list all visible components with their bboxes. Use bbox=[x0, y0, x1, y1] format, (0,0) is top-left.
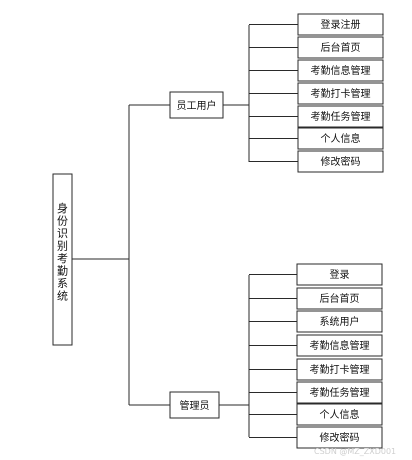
employee-function-node: 考勤任务管理 bbox=[297, 105, 384, 128]
branch-node-employee: 员工用户 bbox=[169, 91, 224, 119]
root-label-char: 份 bbox=[57, 215, 68, 228]
admin-function-label: 个人信息 bbox=[320, 408, 360, 421]
employee-function-node: 考勤打卡管理 bbox=[297, 82, 384, 105]
root-label-char: 统 bbox=[57, 290, 68, 303]
admin-function-node: 考勤信息管理 bbox=[296, 334, 383, 357]
employee-function-label: 后台首页 bbox=[321, 41, 361, 54]
admin-function-label: 考勤任务管理 bbox=[310, 386, 370, 399]
employee-function-label: 个人信息 bbox=[321, 132, 361, 145]
employee-function-node: 考勤信息管理 bbox=[297, 59, 384, 82]
employee-function-node: 个人信息 bbox=[297, 127, 384, 150]
branch-label-employee: 员工用户 bbox=[177, 99, 217, 112]
employee-function-node: 登录注册 bbox=[297, 13, 384, 36]
admin-function-node: 修改密码 bbox=[296, 426, 383, 449]
root-label-char: 考 bbox=[57, 252, 68, 265]
watermark: CSDN @MZ_ZXD001 bbox=[314, 447, 396, 456]
admin-function-label: 后台首页 bbox=[320, 292, 360, 305]
employee-function-label: 考勤任务管理 bbox=[311, 110, 371, 123]
admin-function-node: 后台首页 bbox=[296, 287, 383, 310]
branch-label-admin: 管理员 bbox=[180, 399, 210, 412]
root-label-char: 别 bbox=[57, 240, 68, 253]
branch-node-admin: 管理员 bbox=[169, 391, 220, 419]
admin-function-node: 考勤任务管理 bbox=[296, 381, 383, 404]
admin-function-label: 登录 bbox=[330, 268, 350, 281]
admin-function-node: 考勤打卡管理 bbox=[296, 358, 383, 381]
root-label-char: 系 bbox=[57, 277, 68, 290]
employee-function-node: 修改密码 bbox=[297, 150, 384, 173]
admin-function-label: 修改密码 bbox=[320, 431, 360, 444]
employee-function-label: 登录注册 bbox=[321, 18, 361, 31]
employee-function-label: 修改密码 bbox=[321, 155, 361, 168]
root-label-char: 身 bbox=[57, 201, 68, 215]
employee-function-node: 后台首页 bbox=[297, 36, 384, 59]
root-label-char: 识 bbox=[57, 227, 68, 240]
employee-function-label: 考勤信息管理 bbox=[311, 64, 371, 77]
admin-function-label: 系统用户 bbox=[320, 315, 360, 328]
admin-function-node: 系统用户 bbox=[296, 310, 383, 333]
employee-function-label: 考勤打卡管理 bbox=[311, 87, 371, 100]
admin-function-node: 个人信息 bbox=[296, 403, 383, 426]
root-label-char: 勤 bbox=[57, 265, 68, 278]
admin-function-node: 登录 bbox=[296, 263, 383, 286]
admin-function-label: 考勤信息管理 bbox=[310, 339, 370, 352]
admin-function-label: 考勤打卡管理 bbox=[310, 363, 370, 376]
connector-lines bbox=[72, 24, 298, 438]
